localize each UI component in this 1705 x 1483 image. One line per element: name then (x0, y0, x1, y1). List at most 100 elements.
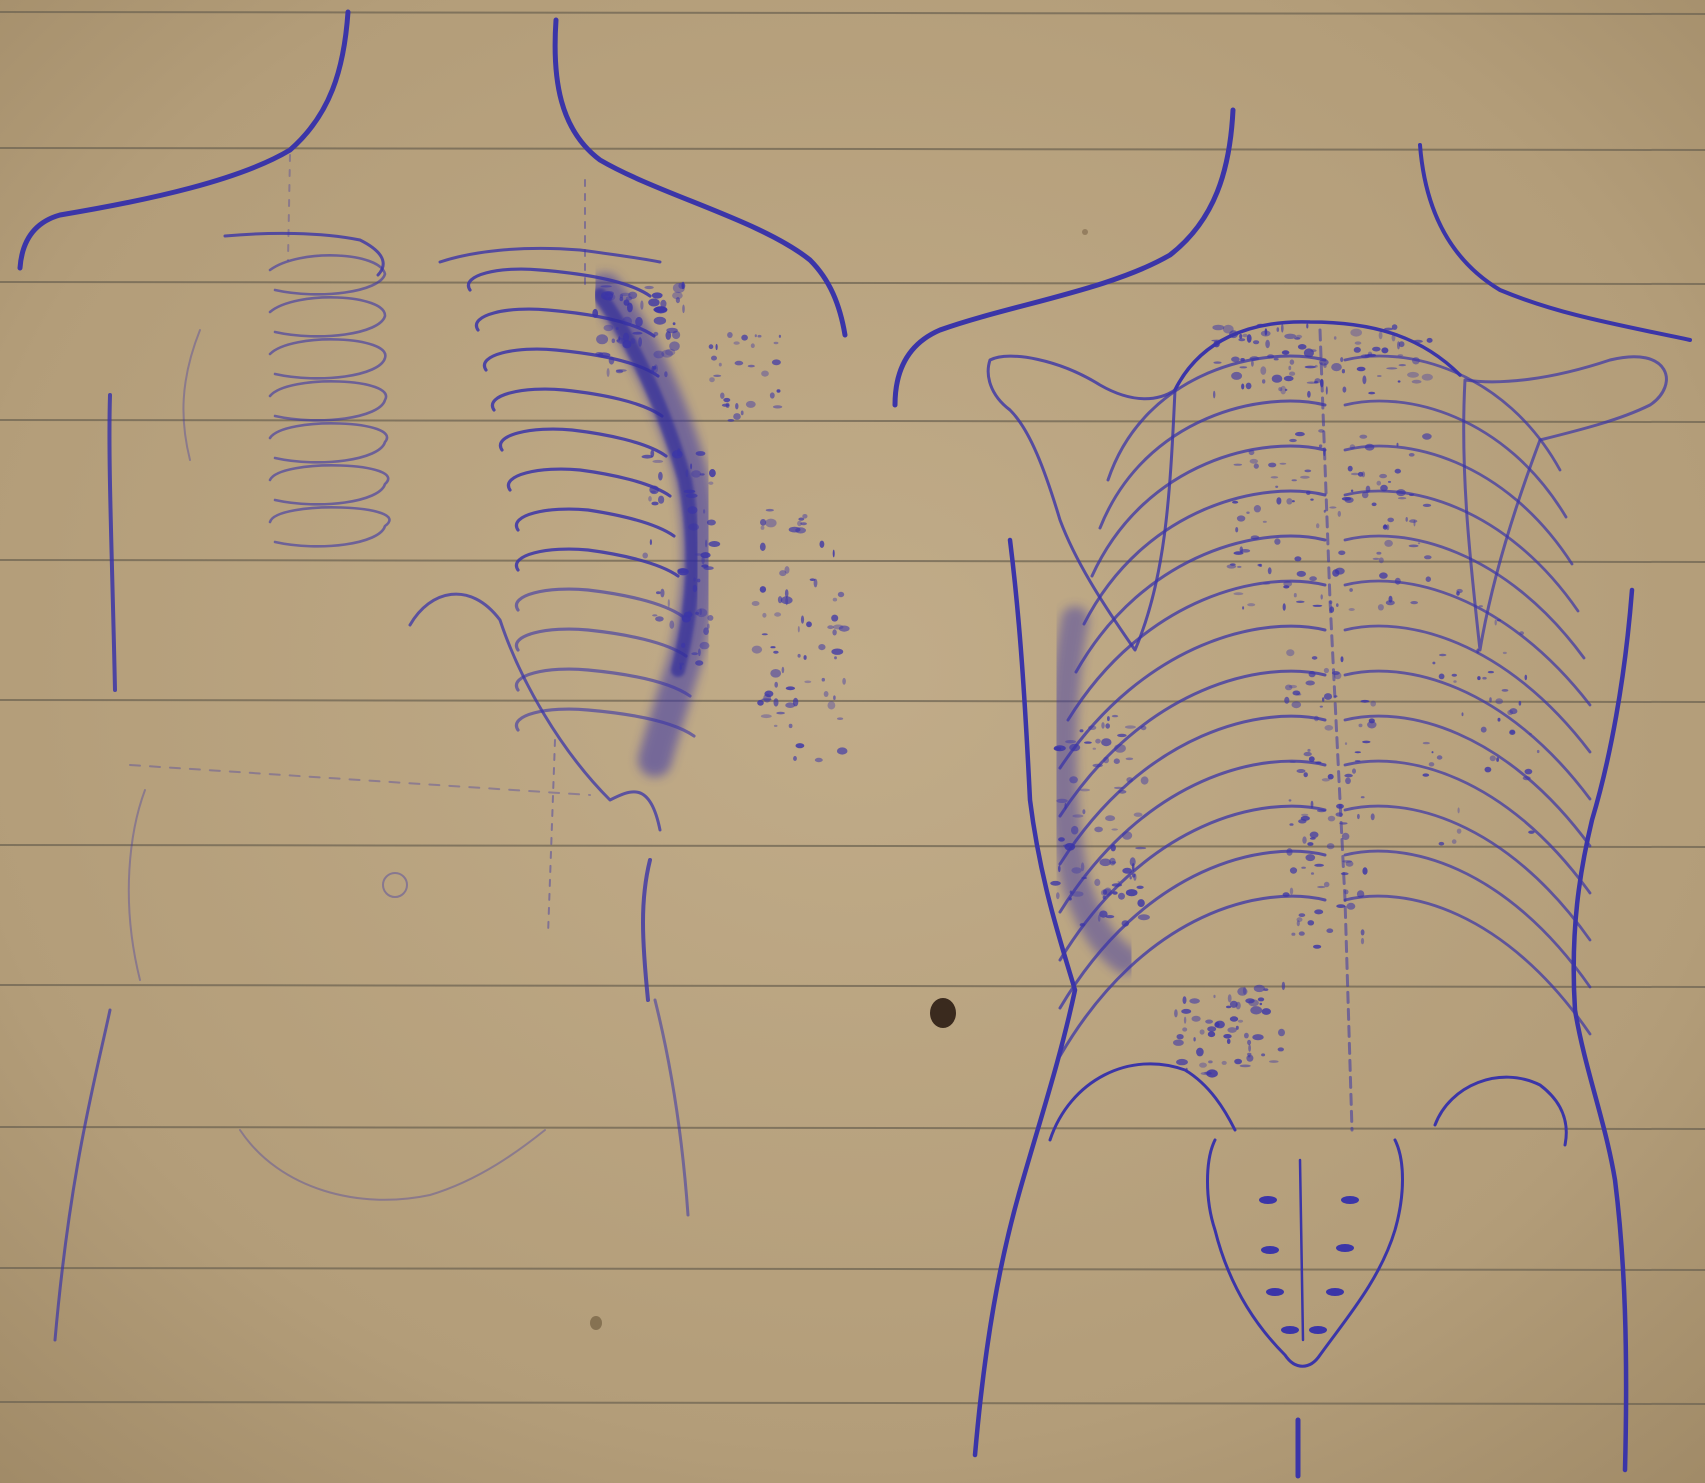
back-speckle (1336, 904, 1345, 908)
back-speckle (1251, 535, 1260, 539)
back-speckle (1114, 787, 1124, 789)
front-speckle (681, 643, 685, 648)
back-speckle (1322, 778, 1330, 781)
back-speckle (1252, 1034, 1263, 1040)
back-speckle (1439, 842, 1445, 846)
front-speckle (684, 490, 696, 494)
back-speckle (1246, 512, 1249, 514)
back-speckle (1278, 1029, 1285, 1037)
back-speckle (1490, 755, 1496, 761)
back-speckle (1398, 354, 1404, 356)
back-speckle (1058, 865, 1061, 872)
back-speckle (1439, 674, 1445, 680)
front-speckle (686, 469, 689, 477)
front-speckle (820, 541, 825, 548)
front-speckle (770, 646, 775, 648)
sacral-foramen-mark (1341, 1196, 1359, 1204)
front-speckle (719, 363, 722, 367)
front-speckle (604, 293, 616, 301)
back-speckle (1235, 527, 1238, 532)
back-speckle (1237, 566, 1241, 568)
front-speckle (818, 644, 825, 650)
front-speckle (709, 541, 721, 547)
back-speckle (1301, 867, 1306, 869)
back-speckle (1081, 877, 1087, 879)
front-speckle (781, 596, 793, 604)
front-speckle (695, 660, 703, 665)
back-speckle (1322, 697, 1324, 702)
back-speckle (1193, 1037, 1195, 1041)
front-speckle (695, 612, 699, 615)
back-speckle (1299, 913, 1306, 917)
front-speckle (672, 292, 683, 300)
back-speckle (1095, 739, 1101, 744)
back-speckle (1377, 481, 1382, 486)
back-speckle (1299, 931, 1305, 935)
back-speckle (1334, 695, 1338, 697)
back-speckle (1304, 772, 1308, 777)
back-speckle (1254, 985, 1265, 992)
back-speckle (1249, 450, 1255, 455)
back-speckle (1410, 601, 1418, 604)
back-speckle (1213, 995, 1215, 998)
back-speckle (1318, 429, 1324, 433)
front-speckle (654, 317, 666, 325)
front-speckle (761, 714, 772, 718)
back-speckle (1222, 1061, 1227, 1065)
back-speckle (1398, 380, 1401, 382)
sacral-foramen-mark (1266, 1288, 1284, 1296)
back-speckle (1323, 450, 1325, 457)
back-speckle (1304, 470, 1311, 473)
front-speckle (616, 340, 620, 342)
back-speckle (1407, 372, 1419, 378)
back-speckle (1310, 832, 1319, 839)
front-speckle (760, 519, 766, 526)
back-speckle (1239, 334, 1242, 339)
ink-stain-dot (930, 998, 956, 1028)
back-speckle (1384, 328, 1393, 331)
back-speckle (1301, 814, 1308, 816)
back-speckle (1397, 341, 1400, 349)
back-speckle (1396, 489, 1406, 496)
back-speckle (1286, 498, 1292, 504)
back-speckle (1386, 600, 1395, 605)
back-speckle (1122, 920, 1130, 926)
back-speckle (1103, 896, 1106, 900)
front-speckle (707, 615, 713, 621)
front-speckle (638, 337, 642, 347)
back-speckle (1380, 485, 1388, 492)
back-speckle (1126, 777, 1133, 782)
front-speckle (760, 586, 766, 593)
front-speckle (834, 656, 837, 659)
back-speckle (1183, 996, 1187, 1004)
sacral-foramen-mark (1326, 1288, 1344, 1296)
back-speckle (1241, 384, 1244, 390)
back-speckle (1132, 873, 1135, 877)
back-speckle (1111, 828, 1118, 830)
back-speckle (1341, 872, 1349, 875)
back-speckle (1439, 654, 1446, 657)
back-speckle (1072, 891, 1084, 897)
back-speckle (1141, 776, 1149, 784)
back-speckle (1260, 1003, 1263, 1005)
back-speckle (1080, 923, 1085, 926)
front-speckle (765, 519, 776, 528)
front-speckle (804, 655, 807, 660)
back-speckle (1138, 914, 1150, 920)
front-speckle (658, 496, 664, 504)
front-speckle (748, 365, 755, 368)
front-speckle (660, 589, 664, 598)
back-speckle (1208, 1060, 1213, 1063)
front-speckle (601, 285, 612, 287)
back-speckle (1294, 556, 1301, 561)
back-speckle (1258, 997, 1264, 1001)
back-speckle (1297, 917, 1303, 922)
front-speckle (763, 694, 771, 703)
back-speckle (1286, 848, 1292, 856)
back-speckle (1481, 727, 1487, 733)
front-speckle (700, 473, 705, 475)
front-speckle (779, 570, 786, 576)
back-speckle (1324, 668, 1329, 673)
front-speckle (746, 401, 756, 408)
